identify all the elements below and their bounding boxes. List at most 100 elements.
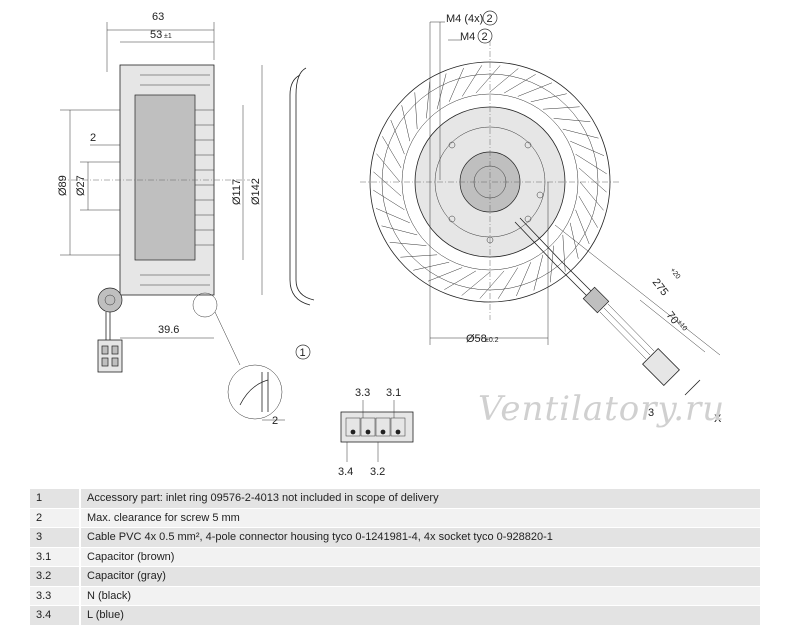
callout-2a: 2 bbox=[482, 10, 498, 26]
blade bbox=[373, 171, 402, 197]
side-view: 63 53 ±1 bbox=[57, 11, 315, 373]
blade bbox=[579, 181, 604, 211]
legend-text: Capacitor (gray) bbox=[80, 566, 760, 587]
blade bbox=[517, 82, 553, 97]
legend-text: Accessory part: inlet ring 09576-2-4013 … bbox=[80, 489, 760, 509]
pin-label-3-4: 3.4 bbox=[338, 466, 353, 478]
legend-key: 3.4 bbox=[30, 605, 81, 626]
pin-label-3-3: 3.3 bbox=[355, 387, 370, 399]
blade bbox=[497, 267, 519, 299]
blade bbox=[389, 242, 427, 246]
blade bbox=[376, 153, 401, 183]
pin bbox=[365, 429, 371, 435]
front-view: M4 (4x) M4 2 2 Ø58 ±0.2 275 +20 70 bbox=[360, 10, 722, 425]
blade bbox=[381, 225, 418, 236]
dim-dia-142: Ø142 bbox=[250, 178, 262, 205]
dim-m4: M4 bbox=[460, 31, 475, 43]
blade bbox=[427, 267, 463, 282]
blade bbox=[475, 65, 501, 94]
blade bbox=[516, 262, 532, 297]
screw-hole bbox=[524, 215, 532, 223]
detail-dim-2: 2 bbox=[272, 415, 278, 427]
inlet-ring-profile bbox=[289, 67, 315, 306]
blade bbox=[401, 105, 411, 142]
impeller-blades-front bbox=[373, 65, 607, 299]
blade bbox=[413, 261, 450, 271]
watermark: Ventilatory.ru bbox=[478, 389, 725, 429]
dim-275: 275 bbox=[650, 276, 671, 298]
blade bbox=[575, 209, 590, 245]
dim-dia-89: Ø89 bbox=[57, 175, 69, 196]
blade bbox=[461, 271, 491, 296]
legend-key: 3 bbox=[30, 527, 81, 548]
connector-housing bbox=[340, 411, 414, 443]
blade bbox=[503, 74, 536, 94]
cable-connector bbox=[97, 339, 123, 373]
callout-3: 3 bbox=[648, 407, 654, 419]
blade bbox=[550, 245, 554, 283]
screw-hole bbox=[448, 141, 456, 149]
blade bbox=[570, 140, 605, 156]
blade bbox=[461, 65, 483, 97]
technical-drawing: 63 53 ±1 bbox=[57, 10, 725, 478]
dim-275-tol: +20 bbox=[668, 267, 681, 281]
dim-dia-58: Ø58 bbox=[466, 333, 487, 345]
callout-2b: 2 bbox=[477, 28, 493, 44]
blade bbox=[489, 68, 519, 93]
dim-dia-117: Ø117 bbox=[231, 179, 243, 205]
pin bbox=[350, 429, 356, 435]
blade bbox=[373, 189, 405, 211]
blade bbox=[533, 254, 544, 291]
dim-dia-58-tol: ±0.2 bbox=[485, 337, 499, 344]
cable-gland bbox=[97, 287, 123, 313]
cable-gland-front bbox=[582, 286, 610, 314]
svg-text:2: 2 bbox=[487, 13, 493, 25]
blade bbox=[375, 208, 410, 224]
legend-key: 2 bbox=[30, 508, 81, 528]
blade bbox=[400, 254, 438, 258]
blade bbox=[436, 73, 447, 110]
blade bbox=[569, 222, 579, 259]
cable-connector-front bbox=[642, 348, 680, 386]
screw-hole bbox=[448, 215, 456, 223]
dim-70-tol: ±10 bbox=[675, 319, 688, 333]
legend-key: 1 bbox=[30, 489, 81, 509]
view-x-arrow bbox=[684, 379, 701, 396]
dim-53-tol: ±1 bbox=[164, 33, 172, 40]
blade bbox=[479, 270, 505, 299]
dim-70: 70 bbox=[664, 309, 681, 326]
blade bbox=[542, 106, 580, 110]
callout-1: 1 bbox=[295, 344, 311, 360]
dim-clearance-2: 2 bbox=[90, 132, 96, 144]
legend-key: 3.1 bbox=[30, 547, 81, 567]
legend-text: Cable PVC 4x 0.5 mm², 4-pole connector h… bbox=[80, 527, 760, 548]
blade bbox=[426, 81, 430, 119]
connector-pinout: 3.3 3.1 3.4 3.2 bbox=[338, 387, 414, 478]
blade bbox=[578, 195, 598, 228]
pin bbox=[380, 429, 386, 435]
dim-39-6: 39.6 bbox=[158, 324, 179, 336]
svg-text:2: 2 bbox=[482, 31, 488, 43]
svg-text:3: 3 bbox=[648, 407, 654, 419]
pin-label-3-1: 3.1 bbox=[386, 387, 401, 399]
legend-text: L (blue) bbox=[80, 605, 760, 626]
view-x-label: X bbox=[714, 413, 722, 425]
legend-key: 3.2 bbox=[30, 566, 81, 587]
blade bbox=[562, 234, 566, 272]
detail-view: 2 bbox=[227, 364, 285, 427]
impeller-blades bbox=[140, 74, 214, 286]
legend-text: Max. clearance for screw 5 mm bbox=[80, 508, 760, 528]
blade bbox=[390, 119, 405, 155]
cable bbox=[519, 217, 601, 301]
blade bbox=[382, 136, 402, 169]
dim-dia-27: Ø27 bbox=[75, 175, 87, 196]
blade bbox=[578, 167, 607, 193]
legend-text: Capacitor (brown) bbox=[80, 547, 760, 567]
pin bbox=[395, 429, 401, 435]
